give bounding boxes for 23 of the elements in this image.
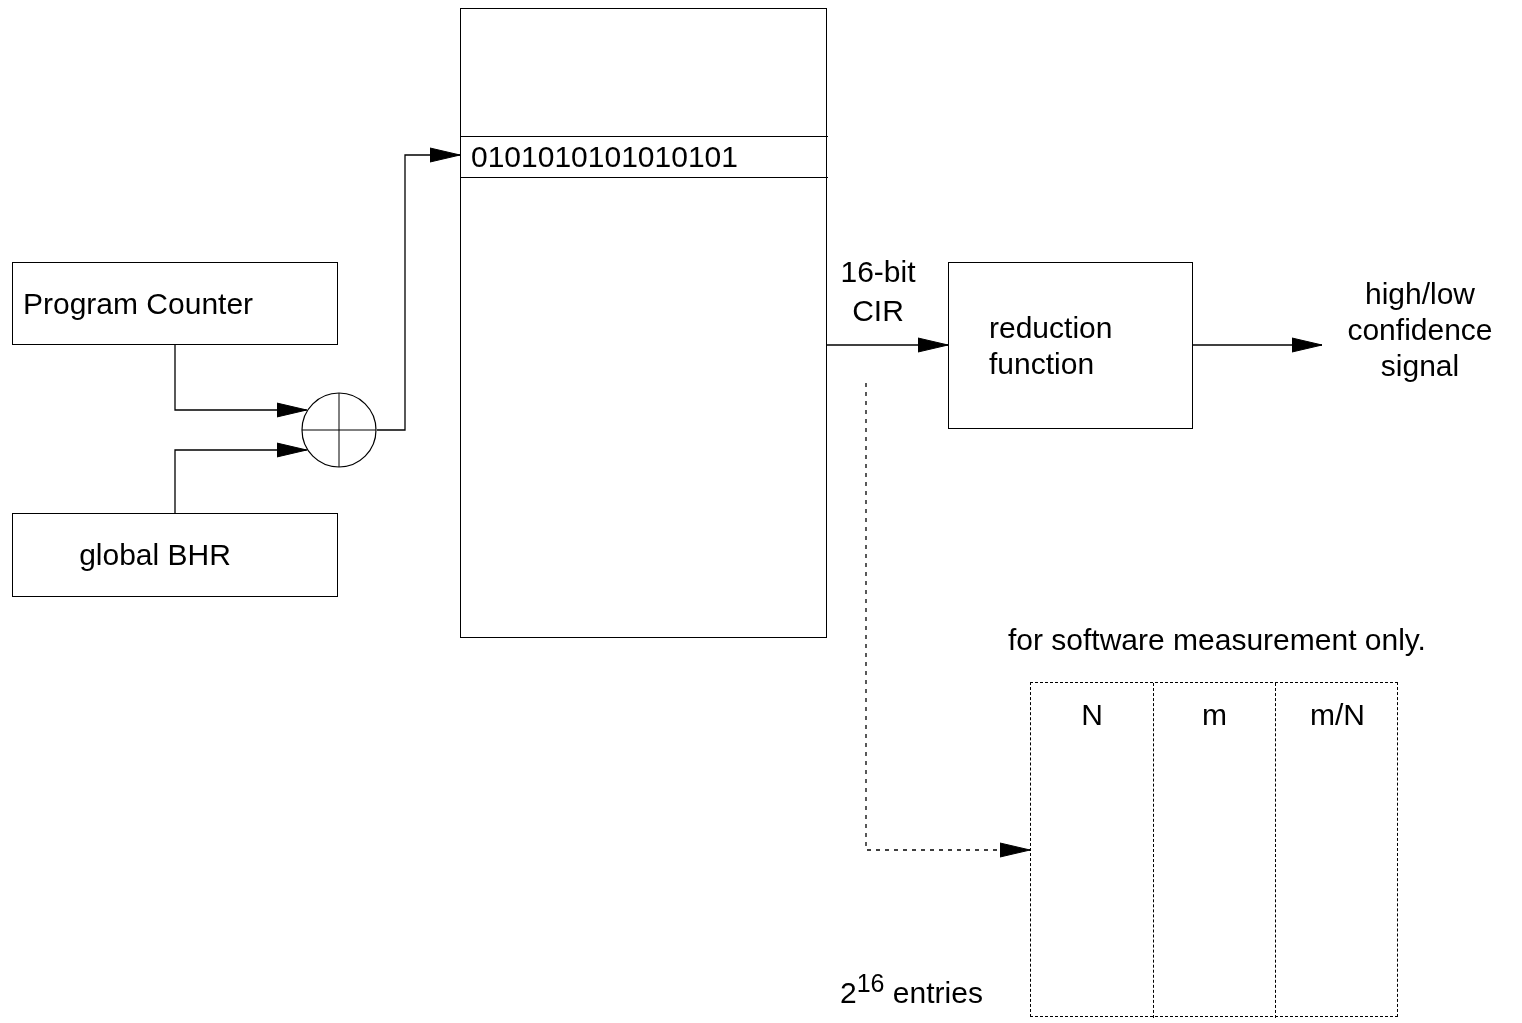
arrow [1192,337,1323,353]
arrow [174,442,308,514]
note-text: for software measurement only. [1008,622,1426,658]
arrow [865,382,1031,858]
register-label: global BHR [79,537,231,573]
column-header: N [1081,697,1103,733]
arrow [826,337,949,353]
measurement-table [1030,682,1398,1017]
entries-label: 2$^{16}$ entries [840,968,983,1011]
xor-circle [301,392,377,468]
arrow [376,147,461,431]
output-label: high/low confidence signal [1346,275,1494,384]
register-label: Program Counter [23,285,254,322]
process-box [948,262,1193,429]
table-row [461,136,828,178]
bit-pattern: 0101010101010101 [471,139,738,175]
table-box [460,8,827,638]
arrow [174,344,308,418]
process-label: reduction function [989,309,1114,382]
column-header: m [1202,697,1227,733]
column-header: m/N [1310,697,1365,733]
register-box [12,262,338,345]
register-box [12,513,338,597]
